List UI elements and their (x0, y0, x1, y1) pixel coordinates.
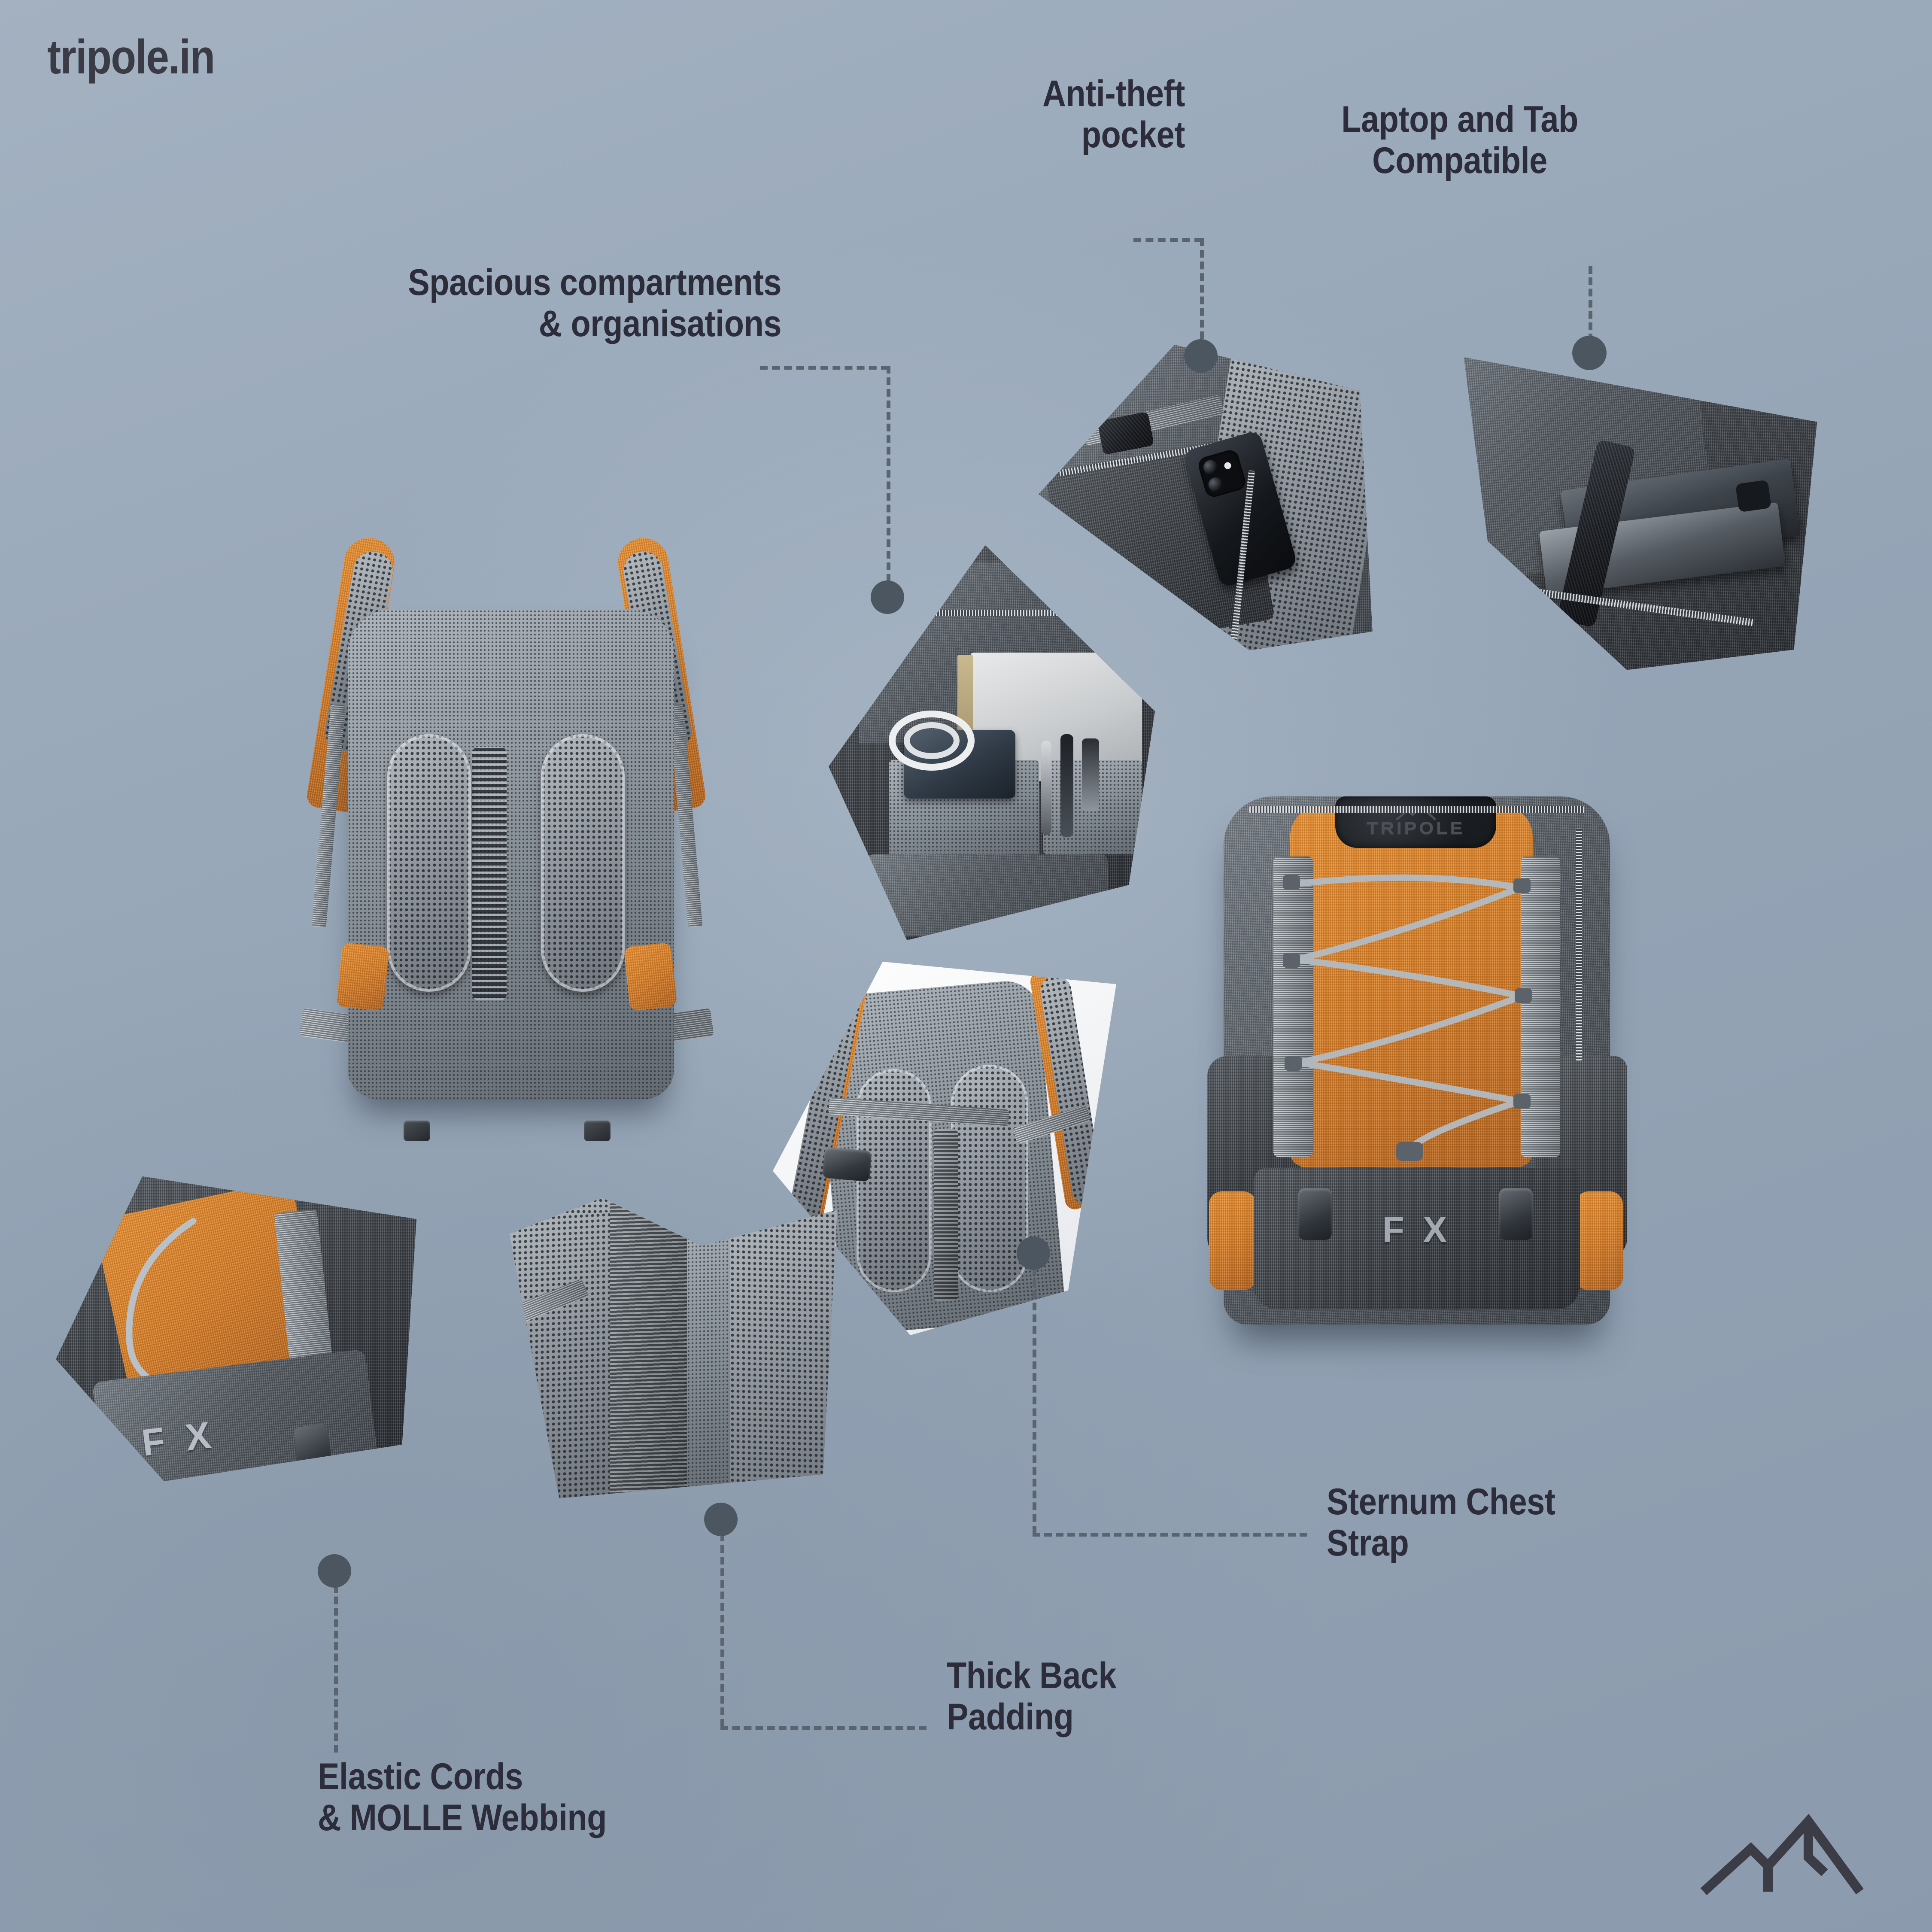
brand-wordmark: tripole.in (47, 30, 215, 84)
connector-laptop-v (1589, 266, 1592, 341)
backpack-back-view-photo (275, 519, 738, 1163)
connector-antitheft-h (1133, 238, 1202, 242)
connector-sternum-v (1033, 1267, 1036, 1534)
elastic-bungee-cord (1283, 874, 1534, 1161)
connector-dot-antitheft (1184, 339, 1218, 373)
model-logo: F X (139, 1413, 219, 1464)
sternum-buckle (822, 1147, 872, 1182)
connector-spacious-v (887, 366, 890, 593)
label-spacious-compartments: Spacious compartments & organisations (408, 262, 781, 345)
charging-cable (889, 711, 975, 771)
connector-spacious-h (760, 366, 889, 370)
connector-dot-padding (704, 1503, 738, 1536)
connector-dot-spacious (871, 580, 904, 614)
label-sternum-chest-strap: Sternum Chest Strap (1327, 1481, 1555, 1564)
connector-dot-sternum (1017, 1236, 1050, 1270)
lumbar-pad-right (541, 734, 625, 992)
label-elastic-cords-molle: Elastic Cords & MOLLE Webbing (318, 1756, 607, 1839)
mountain-peaks-icon (1700, 1814, 1864, 1896)
photo-back-padding (509, 1198, 837, 1498)
ribbed-spine-channel (610, 1200, 691, 1498)
spine-channel (472, 747, 507, 1000)
connector-sternum-h (1033, 1533, 1307, 1537)
connector-elastic-v (334, 1585, 338, 1753)
connector-padding-h (720, 1726, 927, 1730)
connector-dot-elastic (318, 1554, 351, 1588)
front-orange-panel (1290, 806, 1533, 1167)
pen (1041, 741, 1051, 835)
label-laptop-tab-compatible: Laptop and Tab Compatible (1341, 99, 1578, 182)
brand-patch: TRIPOLE (1335, 796, 1496, 848)
lumbar-pad-left (387, 734, 471, 992)
connector-padding-v (720, 1534, 724, 1727)
label-thick-back-padding: Thick Back Padding (947, 1655, 1117, 1738)
connector-antitheft-v (1200, 238, 1204, 339)
backpack-front-view-photo: TRIPOLE F X (1198, 756, 1636, 1352)
connector-dot-laptop (1572, 336, 1607, 370)
brand-patch-text: TRIPOLE (1366, 819, 1465, 838)
bottom-panel: F X (1254, 1168, 1580, 1309)
label-anti-theft-pocket: Anti-theft pocket (1042, 73, 1185, 156)
model-logo: F X (1382, 1209, 1452, 1250)
pen (1060, 734, 1073, 837)
